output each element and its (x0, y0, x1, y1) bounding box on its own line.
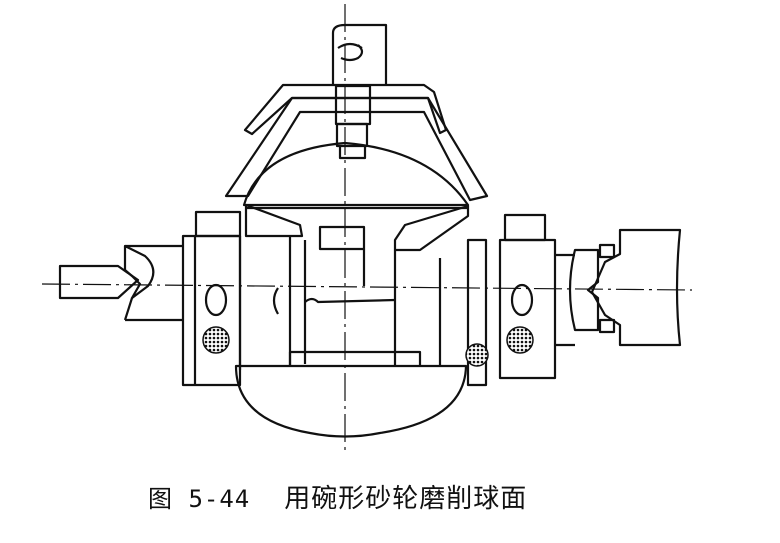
left-mandrel (58, 244, 183, 322)
workpiece-sphere-lower (234, 364, 468, 438)
right-chuck (568, 228, 682, 347)
figure-caption: 图 5-44 用碗形砂轮磨削球面 (148, 478, 527, 515)
knurled-pin (202, 326, 230, 354)
knurled-pin (465, 343, 489, 367)
horizontal-center-line (41, 283, 693, 291)
knurled-pin (506, 326, 534, 354)
workpiece-sphere-upper (242, 141, 470, 207)
bowl-grinding-wheel (224, 83, 489, 202)
figure-number: 图 5-44 (148, 485, 251, 513)
fixture-body (244, 203, 470, 365)
left-lock-nut (181, 210, 242, 387)
wheel-spindle (331, 23, 388, 85)
grinding-diagram (41, 4, 693, 452)
figure-title: 用碗形砂轮磨削球面 (284, 484, 528, 514)
right-lock-nut (465, 213, 575, 387)
